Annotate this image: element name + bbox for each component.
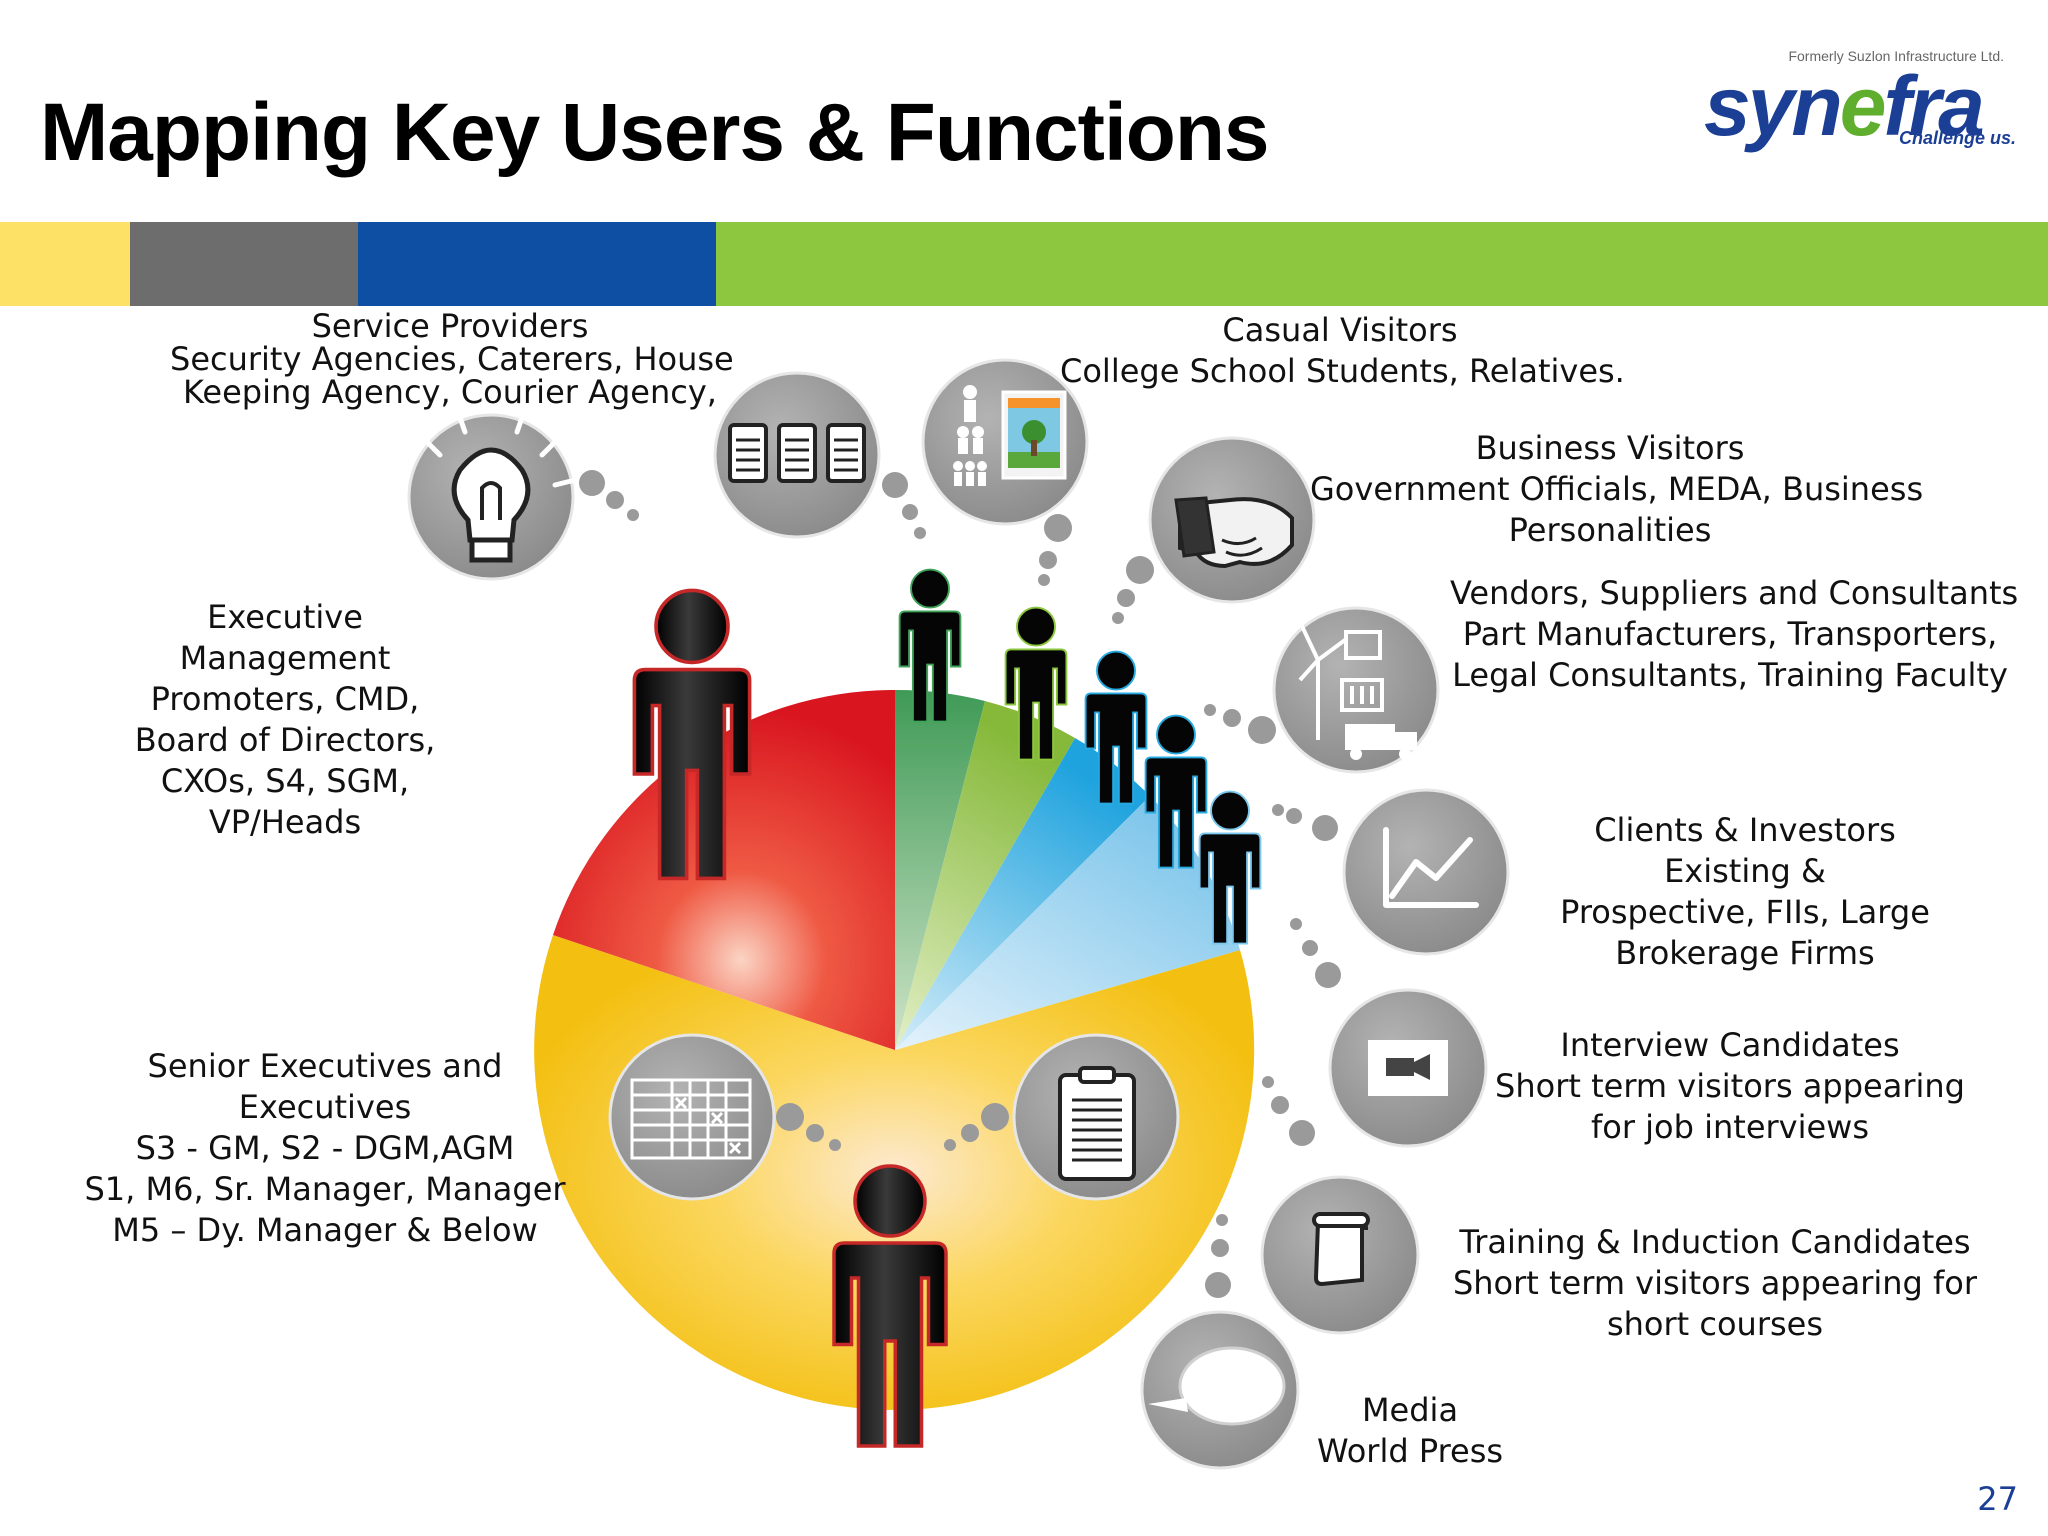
color-band-green	[716, 222, 2048, 306]
label-line: M5 – Dy. Manager & Below	[112, 1211, 538, 1249]
label-heading: Business Visitors	[1475, 429, 1745, 467]
label-heading: Interview Candidates	[1560, 1026, 1900, 1064]
pie-slice-green	[895, 689, 985, 1050]
logo-brand-accent: e	[1839, 59, 1887, 153]
color-band-grey	[130, 222, 358, 306]
pie-slice-blue	[895, 738, 1150, 1050]
label-heading: Training & Induction Candidates	[1459, 1223, 1971, 1261]
wind-turbine-truck-icon	[1272, 606, 1440, 774]
label-line: Personalities	[1508, 511, 1712, 549]
scroll-document-icon	[1260, 1175, 1420, 1335]
label-line: Government Officials, MEDA, Business	[1310, 470, 1924, 508]
label-line: S3 - GM, S2 - DGM,AGM	[135, 1129, 515, 1167]
logo-brand-part: syn	[1704, 59, 1843, 153]
label-senior-executives: Senior Executives and Executives S3 - GM…	[80, 1046, 570, 1251]
label-line: Prospective, FIIs, Large	[1560, 893, 1930, 931]
label-line: Brokerage Firms	[1615, 934, 1875, 972]
label-heading: Casual Visitors	[1222, 311, 1458, 349]
label-casual-visitors: Casual Visitors College School Students,…	[1060, 310, 1625, 392]
lightbulb-icon	[407, 409, 578, 581]
label-line: World Press	[1316, 1432, 1504, 1470]
label-line: College School Students, Relatives.	[1060, 352, 1625, 390]
growth-chart-icon	[1342, 788, 1510, 956]
color-band-blue	[358, 222, 716, 306]
handshake-icon	[1148, 436, 1316, 604]
page-number: 27	[1977, 1480, 2018, 1518]
label-line: VP/Heads	[208, 803, 362, 841]
label-vendors: Vendors, Suppliers and Consultants Part …	[1450, 573, 2019, 696]
label-business-visitors: Business Visitors Government Officials, …	[1310, 428, 1924, 551]
pie-slice-lightblue	[895, 796, 1240, 1050]
label-heading: Vendors, Suppliers and Consultants	[1450, 574, 2019, 612]
label-heading: Executive	[207, 598, 363, 636]
label-clients-investors: Clients & Investors Existing & Prospecti…	[1540, 810, 1950, 974]
label-heading: Service Providers	[311, 307, 589, 345]
logo-tagline: Challenge us.	[1898, 128, 2016, 148]
label-line: Promoters, CMD,	[150, 680, 420, 718]
label-line: Keeping Agency, Courier Agency,	[183, 373, 717, 411]
logo-brand: synefra	[1704, 58, 1985, 155]
label-line: Executives	[238, 1088, 412, 1126]
label-line: Part Manufacturers, Transporters,	[1462, 615, 1998, 653]
speech-bubble-icon	[1140, 1310, 1300, 1470]
label-line: Legal Consultants, Training Faculty	[1452, 656, 2008, 694]
video-camera-icon	[1328, 988, 1488, 1148]
label-media: Media World Press	[1280, 1390, 1540, 1472]
label-heading: Senior Executives and	[147, 1047, 503, 1085]
logo-former-name: Formerly Suzlon Infrastructure Ltd.	[1788, 48, 2004, 64]
label-line: S1, M6, Sr. Manager, Manager	[84, 1170, 566, 1208]
label-line: short courses	[1606, 1305, 1824, 1343]
color-band-yellow	[0, 222, 130, 306]
family-picture-icon	[921, 358, 1089, 526]
label-training-candidates: Training & Induction Candidates Short te…	[1450, 1222, 1980, 1345]
label-heading: Clients & Investors	[1594, 811, 1896, 849]
label-line: Existing &	[1664, 852, 1826, 890]
label-line: for job interviews	[1590, 1108, 1870, 1146]
label-interview-candidates: Interview Candidates Short term visitors…	[1490, 1025, 1970, 1148]
label-line: Management	[179, 639, 391, 677]
label-line: Security Agencies, Caterers, House	[170, 340, 734, 378]
pie-slice-lightgreen	[895, 701, 1075, 1050]
connector-dots	[579, 470, 1341, 1298]
logo-brand-part: fra	[1883, 59, 1984, 153]
label-executive-management: Executive Management Promoters, CMD, Boa…	[120, 597, 450, 843]
label-heading: Media	[1361, 1391, 1459, 1429]
synefra-logo: Formerly Suzlon Infrastructure Ltd. syne…	[1700, 48, 2020, 158]
label-line: Short term visitors appearing for	[1452, 1264, 1978, 1302]
schedule-grid-icon	[608, 1033, 776, 1201]
label-line: Short term visitors appearing	[1495, 1067, 1965, 1105]
clipboard-icon	[1012, 1033, 1180, 1201]
label-line: Board of Directors,	[134, 721, 436, 759]
label-line: CXOs, S4, SGM,	[160, 762, 410, 800]
slide-title: Mapping Key Users & Functions	[40, 87, 1270, 178]
label-service-providers: Service Providers Security Agencies, Cat…	[170, 307, 734, 411]
clipboards-icon	[713, 371, 881, 539]
